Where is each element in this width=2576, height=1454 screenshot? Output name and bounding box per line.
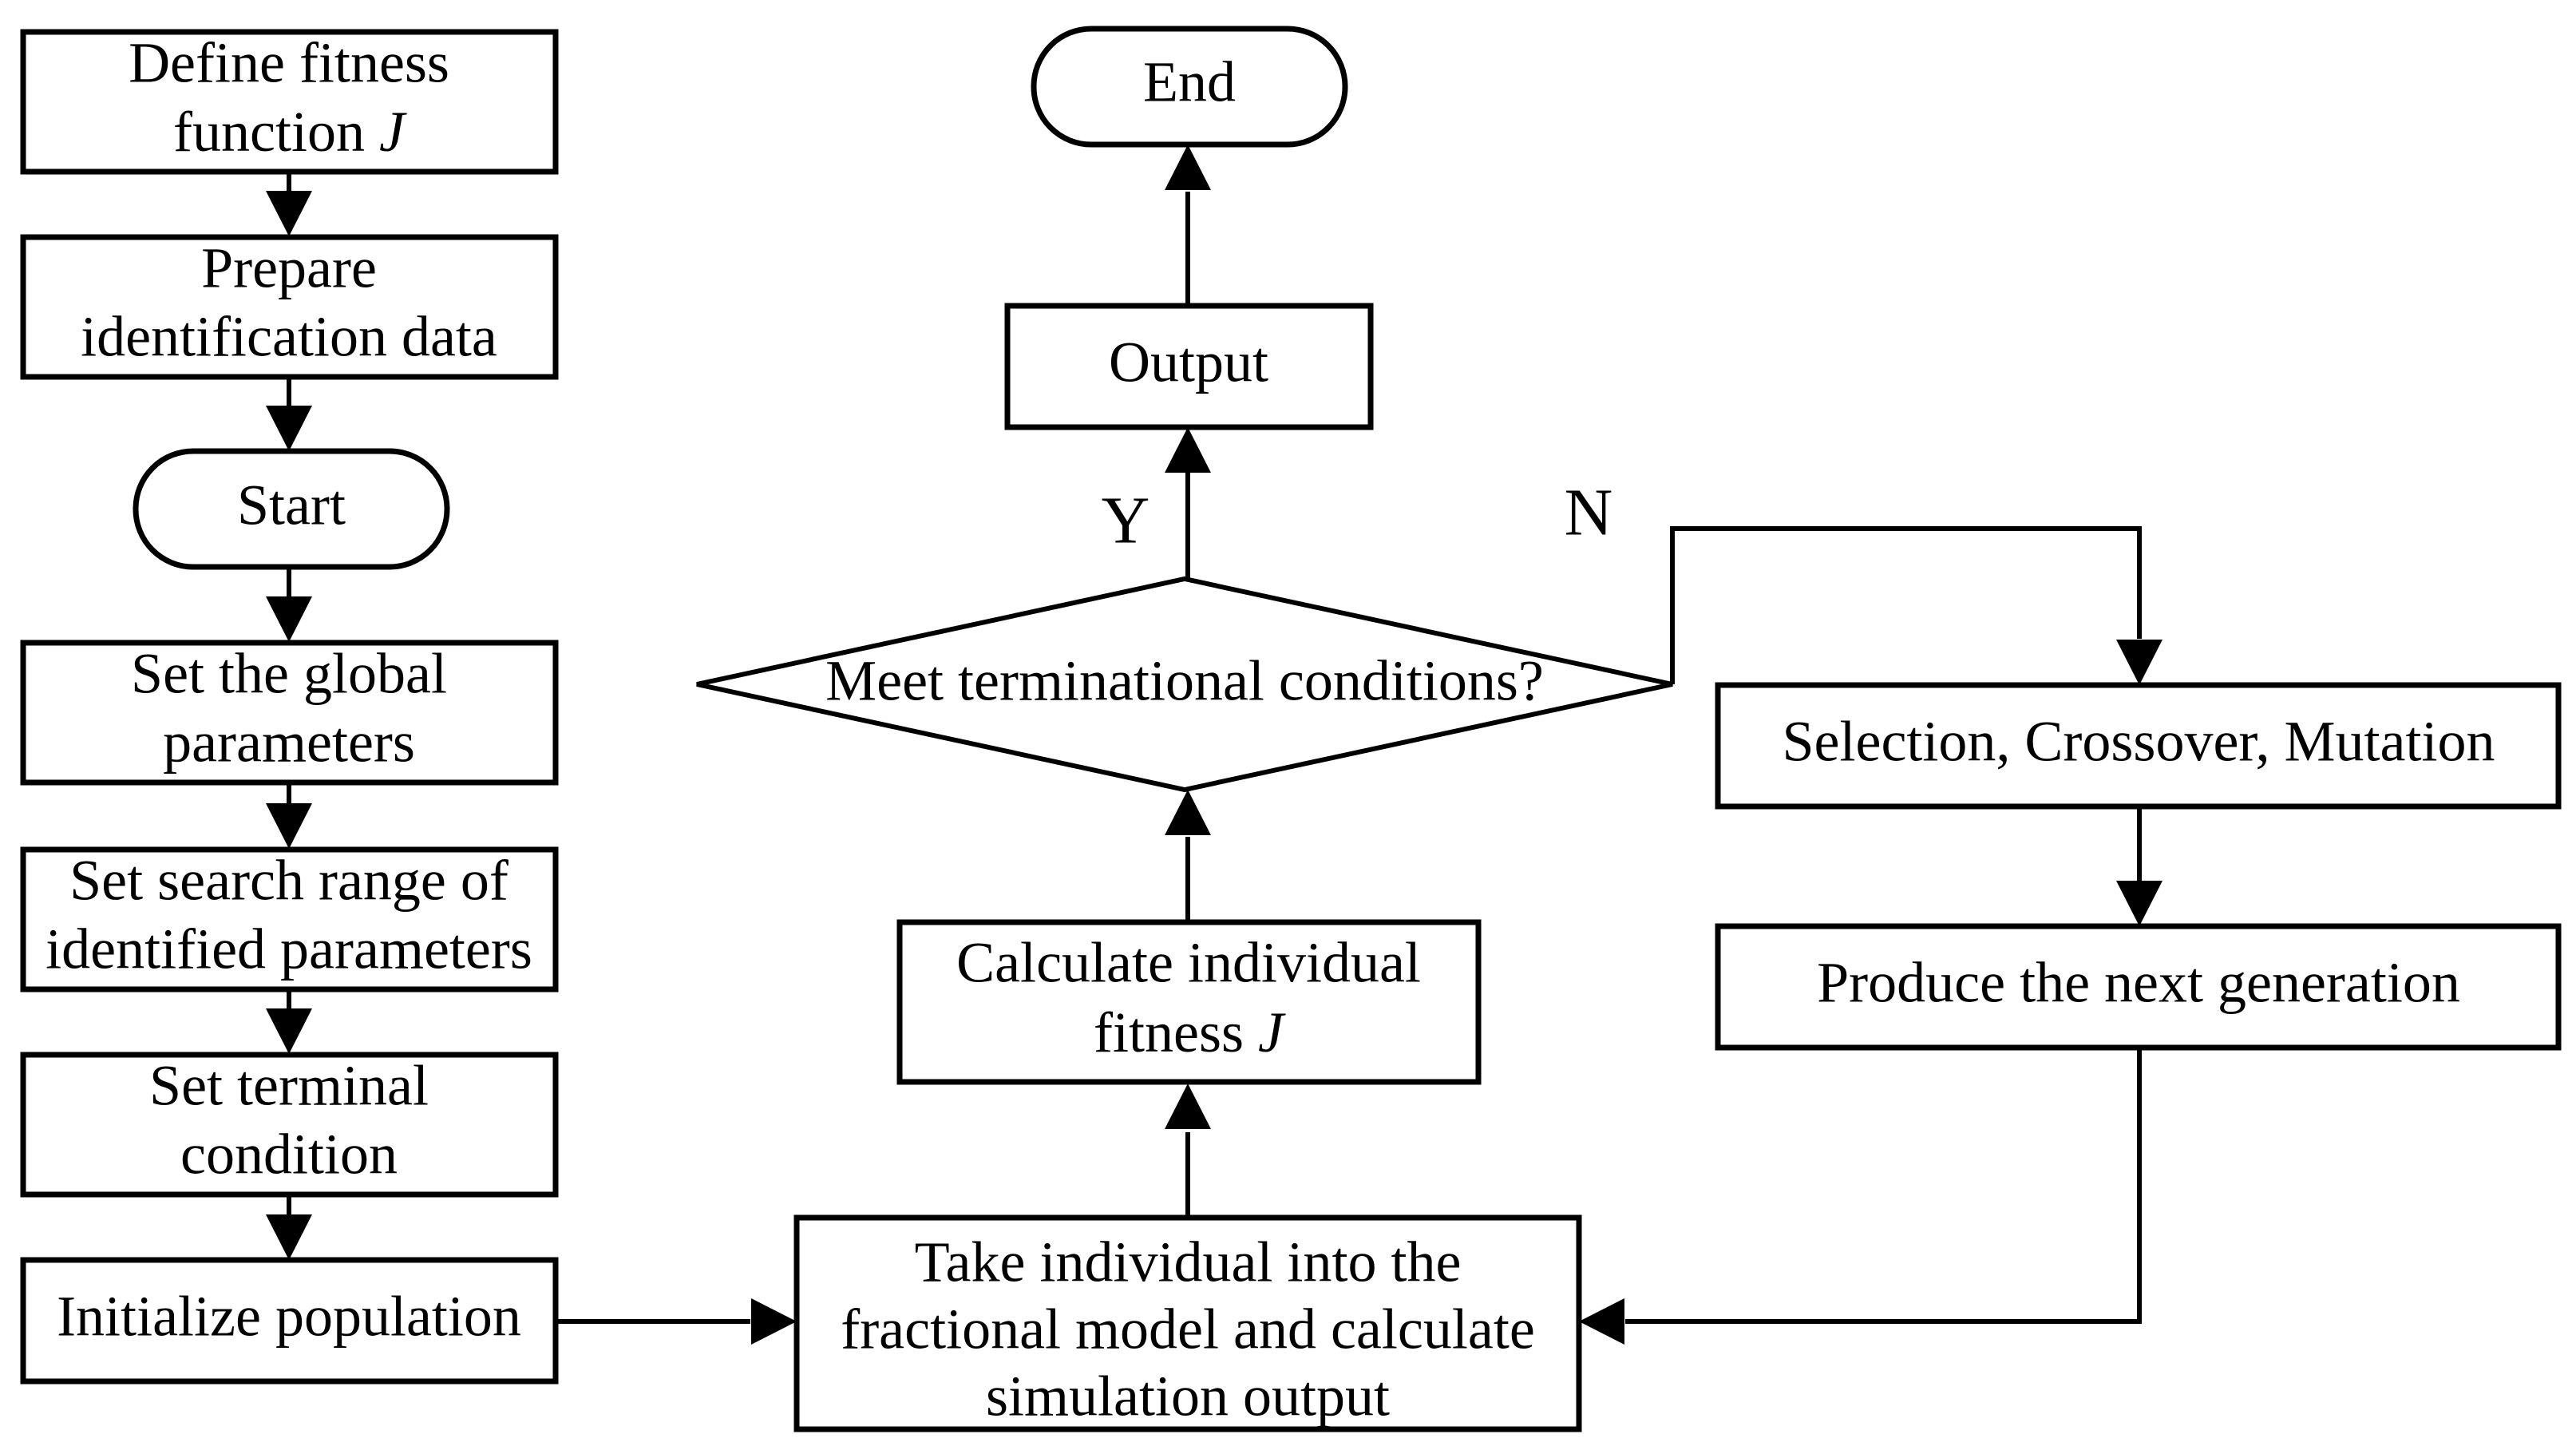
- node-set-global-line1: Set the global: [131, 642, 447, 706]
- node-start[interactable]: Start: [133, 448, 450, 570]
- node-define-fitness-line2: function J: [173, 100, 407, 164]
- edge-selection-to-produce-next: [2116, 806, 2162, 926]
- node-calc-fitness-line1: Calculate individual: [956, 931, 1421, 995]
- node-decision[interactable]: Meet terminational conditions?: [696, 576, 1673, 793]
- edge-prepare-data-to-start: [266, 377, 312, 451]
- node-set-search-range-line2: identified parameters: [46, 917, 532, 981]
- node-take-individual-line1: Take individual into the: [915, 1230, 1462, 1294]
- node-define-fitness-line1: Define fitness: [129, 31, 449, 95]
- edge-calc-fitness-to-decision: [1165, 790, 1211, 922]
- node-output[interactable]: Output: [1004, 303, 1374, 430]
- edge-decision-yes-to-output: [1165, 427, 1211, 579]
- node-prepare-data-line1: Prepare: [201, 236, 377, 300]
- node-set-terminal-line1: Set terminal: [149, 1054, 429, 1118]
- node-take-individual-line3: simulation output: [986, 1365, 1390, 1428]
- node-set-global[interactable]: Set the global parameters: [20, 640, 559, 786]
- node-calc-fitness-line2: fitness J: [1094, 1000, 1286, 1064]
- node-decision-label: Meet terminational conditions?: [825, 649, 1544, 713]
- node-init-population-label: Initialize population: [57, 1285, 521, 1349]
- node-selection[interactable]: Selection, Crossover, Mutation: [1715, 682, 2562, 810]
- edge-produce-next-to-take-individual: [1579, 1048, 2142, 1345]
- node-end[interactable]: End: [1031, 26, 1348, 148]
- edge-define-fitness-to-prepare-data: [266, 172, 312, 236]
- node-set-terminal[interactable]: Set terminal condition: [20, 1052, 559, 1198]
- edge-set-terminal-to-init-population: [266, 1194, 312, 1260]
- node-set-terminal-line2: condition: [180, 1123, 398, 1187]
- branch-label-no: N: [1565, 475, 1613, 549]
- edge-take-individual-to-calc-fitness: [1165, 1084, 1211, 1218]
- edge-decision-no-to-selection: [1670, 526, 2162, 685]
- node-prepare-data-line2: identification data: [81, 305, 497, 369]
- node-prepare-data[interactable]: Prepare identification data: [20, 234, 559, 380]
- node-init-population[interactable]: Initialize population: [20, 1257, 559, 1385]
- node-produce-next[interactable]: Produce the next generation: [1715, 923, 2562, 1051]
- node-take-individual[interactable]: Take individual into the fractional mode…: [793, 1214, 1582, 1432]
- node-calc-fitness[interactable]: Calculate individual fitness J: [896, 919, 1482, 1085]
- edge-init-population-to-take-individual: [556, 1298, 797, 1345]
- edge-search-range-to-set-terminal: [266, 989, 312, 1054]
- branch-label-yes: Y: [1102, 483, 1150, 557]
- node-define-fitness[interactable]: Define fitness function J: [20, 29, 559, 175]
- node-start-label: Start: [237, 473, 346, 537]
- node-take-individual-line2: fractional model and calculate: [841, 1298, 1535, 1361]
- edge-set-global-to-search-range: [266, 782, 312, 849]
- node-produce-next-label: Produce the next generation: [1817, 951, 2460, 1015]
- node-set-global-line2: parameters: [163, 711, 415, 775]
- edge-output-to-end: [1165, 145, 1211, 306]
- node-set-search-range-line1: Set search range of: [69, 849, 508, 913]
- node-selection-label: Selection, Crossover, Mutation: [1782, 710, 2495, 774]
- edge-start-to-set-global: [266, 567, 312, 642]
- node-end-label: End: [1143, 50, 1236, 114]
- node-output-label: Output: [1109, 331, 1268, 394]
- node-set-search-range[interactable]: Set search range of identified parameter…: [20, 846, 559, 992]
